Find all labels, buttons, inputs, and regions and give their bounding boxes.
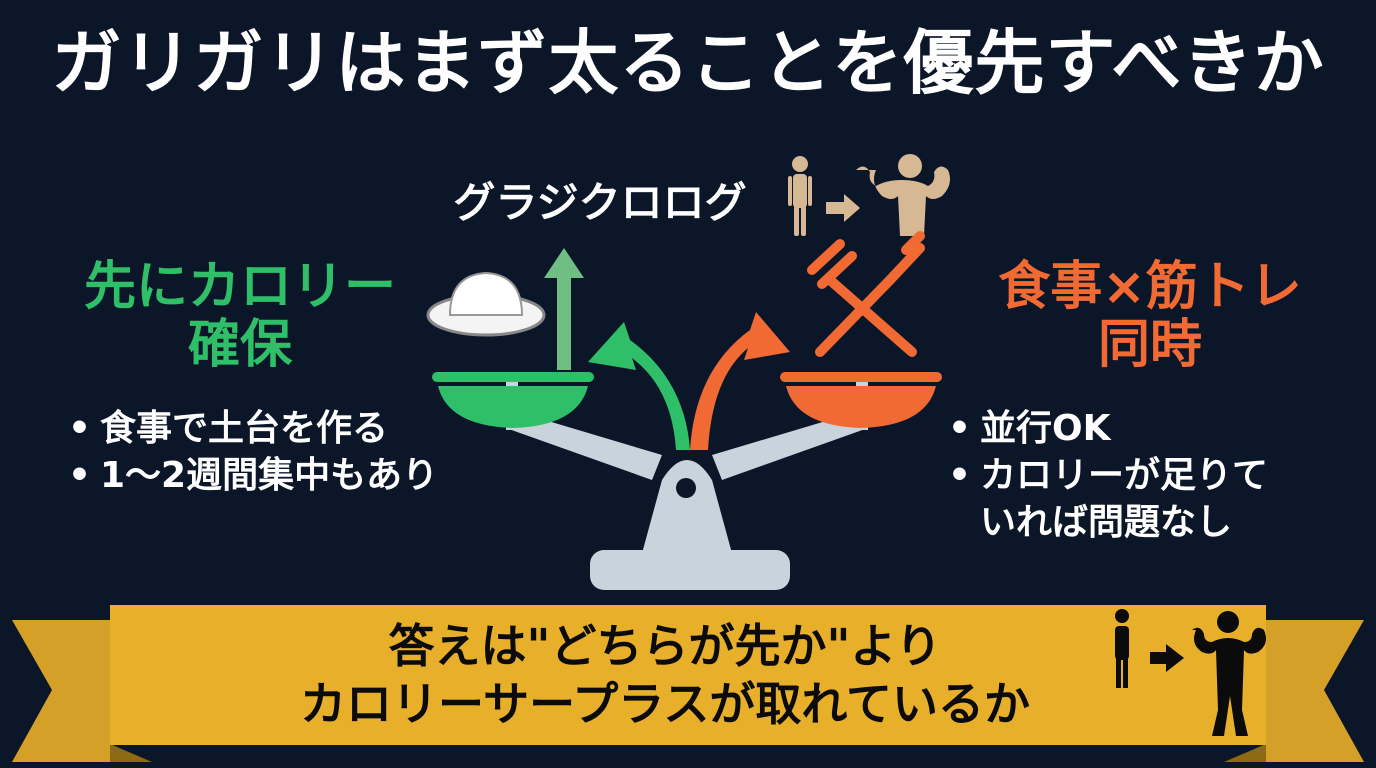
left-heading-line1: 先にカロリー bbox=[83, 257, 396, 317]
bodybuilder-icon bbox=[1192, 611, 1266, 736]
right-heading-line2: 同時 bbox=[1097, 315, 1202, 376]
left-bullet-item: 食事で土台を作る bbox=[62, 406, 522, 453]
thin-person-icon bbox=[1115, 609, 1129, 688]
right-pan bbox=[780, 372, 942, 428]
arrow-right-icon bbox=[826, 194, 860, 222]
muscular-person-icon bbox=[856, 154, 950, 236]
left-heading: 先にカロリー 確保 bbox=[40, 257, 440, 376]
left-pan bbox=[432, 372, 594, 428]
right-heading-line1: 食事×筋トレ bbox=[998, 257, 1302, 317]
left-bullet-item: 1〜2週間集中もあり bbox=[62, 453, 522, 500]
rice-plate-icon bbox=[426, 271, 546, 337]
brand-name: グラジクロログ bbox=[453, 178, 747, 227]
up-arrow-icon bbox=[544, 248, 584, 370]
scale-icon bbox=[506, 380, 868, 590]
left-heading-line2: 確保 bbox=[187, 315, 292, 376]
main-title: ガリガリはまず太ることを優先すべきか bbox=[51, 22, 1325, 104]
green-curved-arrow-icon bbox=[588, 322, 690, 450]
right-bullet-item: 並行OK bbox=[942, 406, 1362, 453]
balance-scale-illustration bbox=[426, 231, 942, 590]
dumbbell-fork-icon bbox=[807, 231, 925, 357]
thin-person-icon bbox=[788, 156, 812, 236]
banner-line2: カロリーサープラスが取れているか bbox=[299, 676, 1031, 731]
right-bullet-text-line1: カロリーが足りて bbox=[980, 454, 1269, 496]
arrow-right-icon bbox=[1150, 644, 1184, 672]
banner-line1: 答えは"どちらが先か"より bbox=[388, 619, 942, 673]
orange-curved-arrow-icon bbox=[690, 312, 790, 450]
conclusion-banner bbox=[12, 605, 1364, 762]
right-bullet-text-line2: いれば問題なし bbox=[980, 501, 1233, 543]
left-bullet-list: 食事で土台を作る 1〜2週間集中もあり bbox=[62, 406, 522, 500]
banner-text: 答えは"どちらが先か"より カロリーサープラスが取れているか bbox=[200, 618, 1130, 733]
top-progress-icons bbox=[788, 154, 950, 236]
right-heading: 食事×筋トレ 同時 bbox=[950, 257, 1350, 376]
